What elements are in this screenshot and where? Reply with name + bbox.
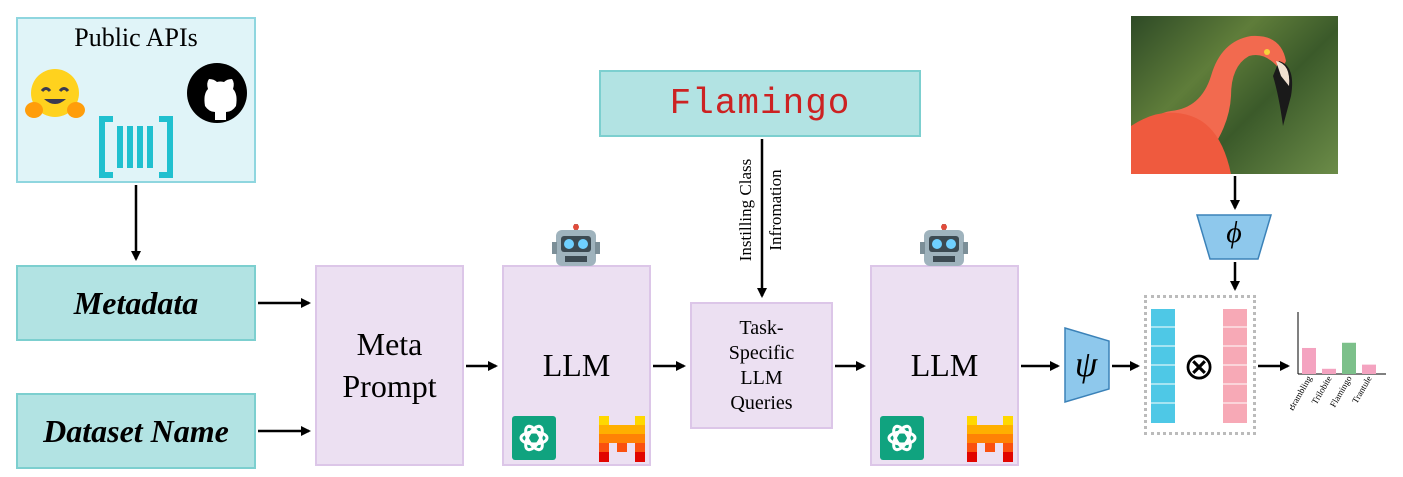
class-name-box: Flamingo — [599, 70, 921, 137]
text-encoder-symbol: ψ — [1074, 344, 1098, 384]
hugging-face-icon — [25, 69, 85, 118]
task-queries-label: Task- Specific LLM Queries — [728, 316, 795, 414]
chart-bar-trilobite — [1322, 368, 1336, 374]
mistral-icon — [967, 416, 1013, 462]
similarity-block — [1144, 295, 1256, 435]
openai-icon — [880, 416, 924, 460]
text-encoder — [1064, 327, 1110, 403]
chart-bar-trantule — [1362, 364, 1376, 374]
dataset-name-box: Dataset Name — [16, 393, 256, 469]
chart-bar-flamingo — [1342, 342, 1356, 374]
openai-icon — [512, 416, 556, 460]
dataset-logo-icon — [99, 116, 173, 178]
chart-bar-brambling — [1302, 347, 1316, 374]
robot-icon — [552, 224, 600, 266]
product-symbol: ⊗ — [1183, 344, 1215, 388]
image-encoder — [1196, 214, 1272, 260]
public-apis-label: Public APIs — [74, 23, 198, 52]
image-encoder-symbol: ϕ — [1226, 216, 1242, 249]
task-queries-box: Task- Specific LLM Queries — [690, 302, 833, 429]
metadata-box: Metadata — [16, 265, 256, 341]
metadata-label: Metadata — [73, 284, 199, 321]
robot-icon — [920, 224, 968, 266]
github-icon — [187, 63, 247, 123]
llm-label-2: LLM — [910, 347, 979, 383]
class-name-label: Flamingo — [669, 83, 851, 124]
meta-prompt-box: Meta Prompt — [315, 265, 464, 466]
text-embedding-column — [1150, 308, 1176, 424]
image-embedding-column — [1222, 308, 1248, 424]
mistral-icon — [599, 416, 645, 462]
dataset-name-label: Dataset Name — [43, 412, 229, 449]
flamingo-photo — [1131, 16, 1338, 174]
meta-prompt-label: Meta Prompt — [342, 325, 437, 404]
llm-label-1: LLM — [542, 347, 611, 383]
